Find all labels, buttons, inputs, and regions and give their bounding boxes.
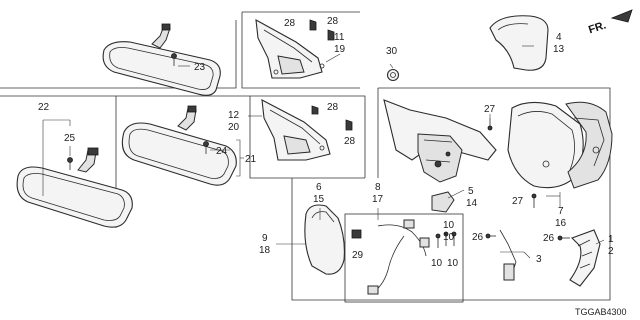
mirror-glass: [304, 204, 345, 275]
callout-2: 2: [608, 246, 614, 257]
callout-16: 16: [555, 218, 567, 229]
turn-signal: [499, 229, 601, 287]
clips-28-middle: [311, 105, 353, 131]
callout-10-b: 10: [443, 232, 455, 243]
callout-28-c: 28: [327, 102, 339, 113]
callout-14: 14: [466, 198, 478, 209]
callouts: 1 2 3 4 13 5 14 6 15 7 16 8 17 9 18 10 1…: [38, 16, 614, 269]
callout-22: 22: [38, 102, 50, 113]
callout-23: 23: [194, 62, 206, 73]
callout-18: 18: [259, 245, 271, 256]
callout-19: 19: [334, 44, 346, 55]
callout-20: 20: [228, 122, 240, 133]
screw-25: [67, 157, 73, 170]
callout-26-b: 26: [543, 233, 555, 244]
callout-1: 1: [608, 234, 614, 245]
callout-26-a: 26: [472, 232, 484, 243]
mirror-inner-trim-top: [255, 19, 325, 79]
leader-lines: [42, 45, 605, 259]
callout-24: 24: [216, 146, 228, 157]
front-direction-arrow-icon: [610, 9, 633, 23]
callout-7: 7: [558, 206, 564, 217]
clips-28-top: [309, 19, 335, 41]
bracket-5: [431, 191, 455, 213]
callout-30: 30: [386, 46, 398, 57]
rear-view-mirror-bottom: [16, 147, 133, 228]
callout-15: 15: [313, 194, 325, 205]
callout-3: 3: [536, 254, 542, 265]
screws-26: [485, 233, 570, 241]
mirror-inner-trim-middle: [261, 99, 331, 161]
callout-5: 5: [468, 186, 474, 197]
callout-28-a: 28: [284, 18, 296, 29]
mirror-base-assembly: [383, 99, 497, 183]
screw-23: [171, 53, 177, 66]
callout-27-b: 27: [512, 196, 524, 207]
mirror-housing: [507, 101, 613, 189]
callout-12: 12: [228, 110, 240, 121]
callout-4: 4: [556, 32, 562, 43]
callout-17: 17: [372, 194, 384, 205]
callout-28-d: 28: [344, 136, 356, 147]
callout-27-a: 27: [484, 104, 496, 115]
screw-27-lower: [531, 193, 537, 208]
callout-13: 13: [553, 44, 565, 55]
rear-view-mirror-top: [102, 23, 221, 96]
callout-11: 11: [334, 32, 345, 43]
callout-28-b: 28: [327, 16, 339, 27]
callout-29: 29: [352, 250, 364, 261]
callout-8: 8: [375, 182, 381, 193]
callout-10-c: 10: [431, 258, 443, 269]
rear-view-mirror-middle: [121, 105, 237, 186]
callout-10-d: 10: [447, 258, 459, 269]
mirror-cap: [489, 15, 549, 71]
part-code: TGGAB4300: [575, 307, 627, 317]
screws-10: [435, 231, 457, 248]
callout-25: 25: [64, 133, 76, 144]
front-direction-label: FR.: [587, 19, 608, 36]
wire-harness: [351, 219, 430, 295]
screw-27-upper: [487, 118, 493, 131]
callout-9: 9: [262, 233, 268, 244]
callout-21: 21: [245, 154, 257, 165]
nut-30: [386, 68, 400, 82]
screw-24: [203, 141, 209, 154]
group-frames: [0, 11, 611, 303]
callout-10-a: 10: [443, 220, 455, 231]
callout-6: 6: [316, 182, 322, 193]
